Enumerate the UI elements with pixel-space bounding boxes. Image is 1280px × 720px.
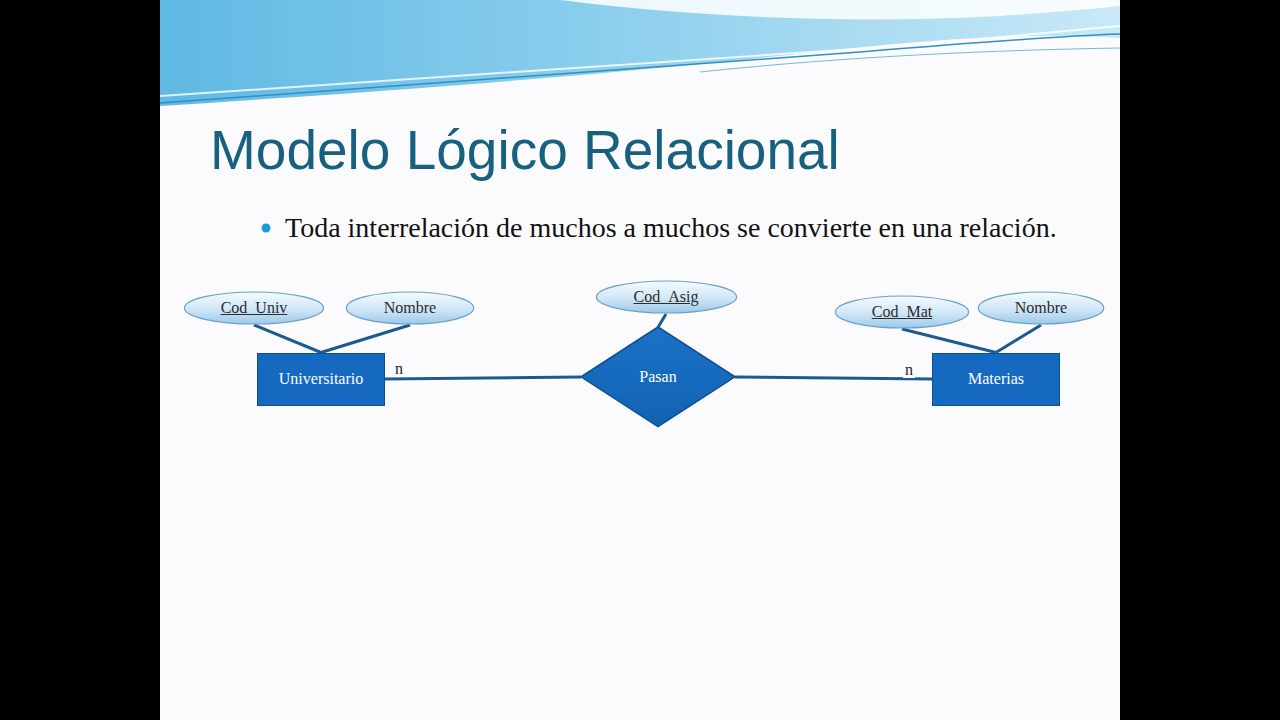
- node-text: Cod_Mat: [872, 303, 932, 321]
- attribute-ellipse: Cod_Mat: [834, 295, 970, 329]
- wave-line: [160, 26, 1120, 96]
- node-text: Nombre: [1015, 299, 1067, 317]
- connector-line: [996, 325, 1041, 353]
- connector-line: [321, 325, 410, 353]
- ellipse-shape: [184, 292, 323, 324]
- node-text: Pasan: [639, 368, 676, 386]
- bullet-text: Toda interrelación de muchos a muchos se…: [285, 209, 1075, 247]
- attribute-ellipse: Nombre: [977, 291, 1105, 325]
- attribute-ellipse: Nombre: [345, 291, 475, 325]
- node-text: Cod_Univ: [221, 299, 288, 317]
- ellipse-shape: [978, 292, 1103, 324]
- relationship-diamond: Pasan: [581, 327, 735, 427]
- wave-line: [160, 34, 1120, 103]
- ellipse-shape: [835, 296, 968, 328]
- slide-title: Modelo Lógico Relacional: [210, 118, 840, 182]
- wave-line: [700, 48, 1120, 72]
- connector-line: [254, 325, 321, 353]
- top-wave: [160, 0, 1120, 106]
- entity-box: Materias: [932, 353, 1060, 406]
- diamond-shape: [581, 327, 735, 427]
- connector-line: [385, 377, 581, 379]
- node-text: Nombre: [384, 299, 436, 317]
- bullet-dot: [262, 224, 271, 233]
- attribute-ellipse: Cod_Univ: [183, 291, 325, 325]
- node-text: Materias: [968, 370, 1024, 388]
- attribute-ellipse: Cod_Asig: [595, 280, 738, 314]
- connector-line: [658, 314, 666, 327]
- wave-highlight: [560, 0, 1120, 19]
- slide-ground: [160, 0, 1120, 720]
- cardinality-label: n: [903, 362, 915, 378]
- ellipse-shape: [596, 281, 736, 313]
- entity-box: Universitario: [257, 353, 385, 406]
- ellipse-shape: [346, 292, 473, 324]
- connector-line: [902, 329, 996, 353]
- node-text: Cod_Asig: [634, 288, 699, 306]
- cardinality-label: n: [393, 361, 405, 377]
- node-text: Universitario: [279, 370, 363, 388]
